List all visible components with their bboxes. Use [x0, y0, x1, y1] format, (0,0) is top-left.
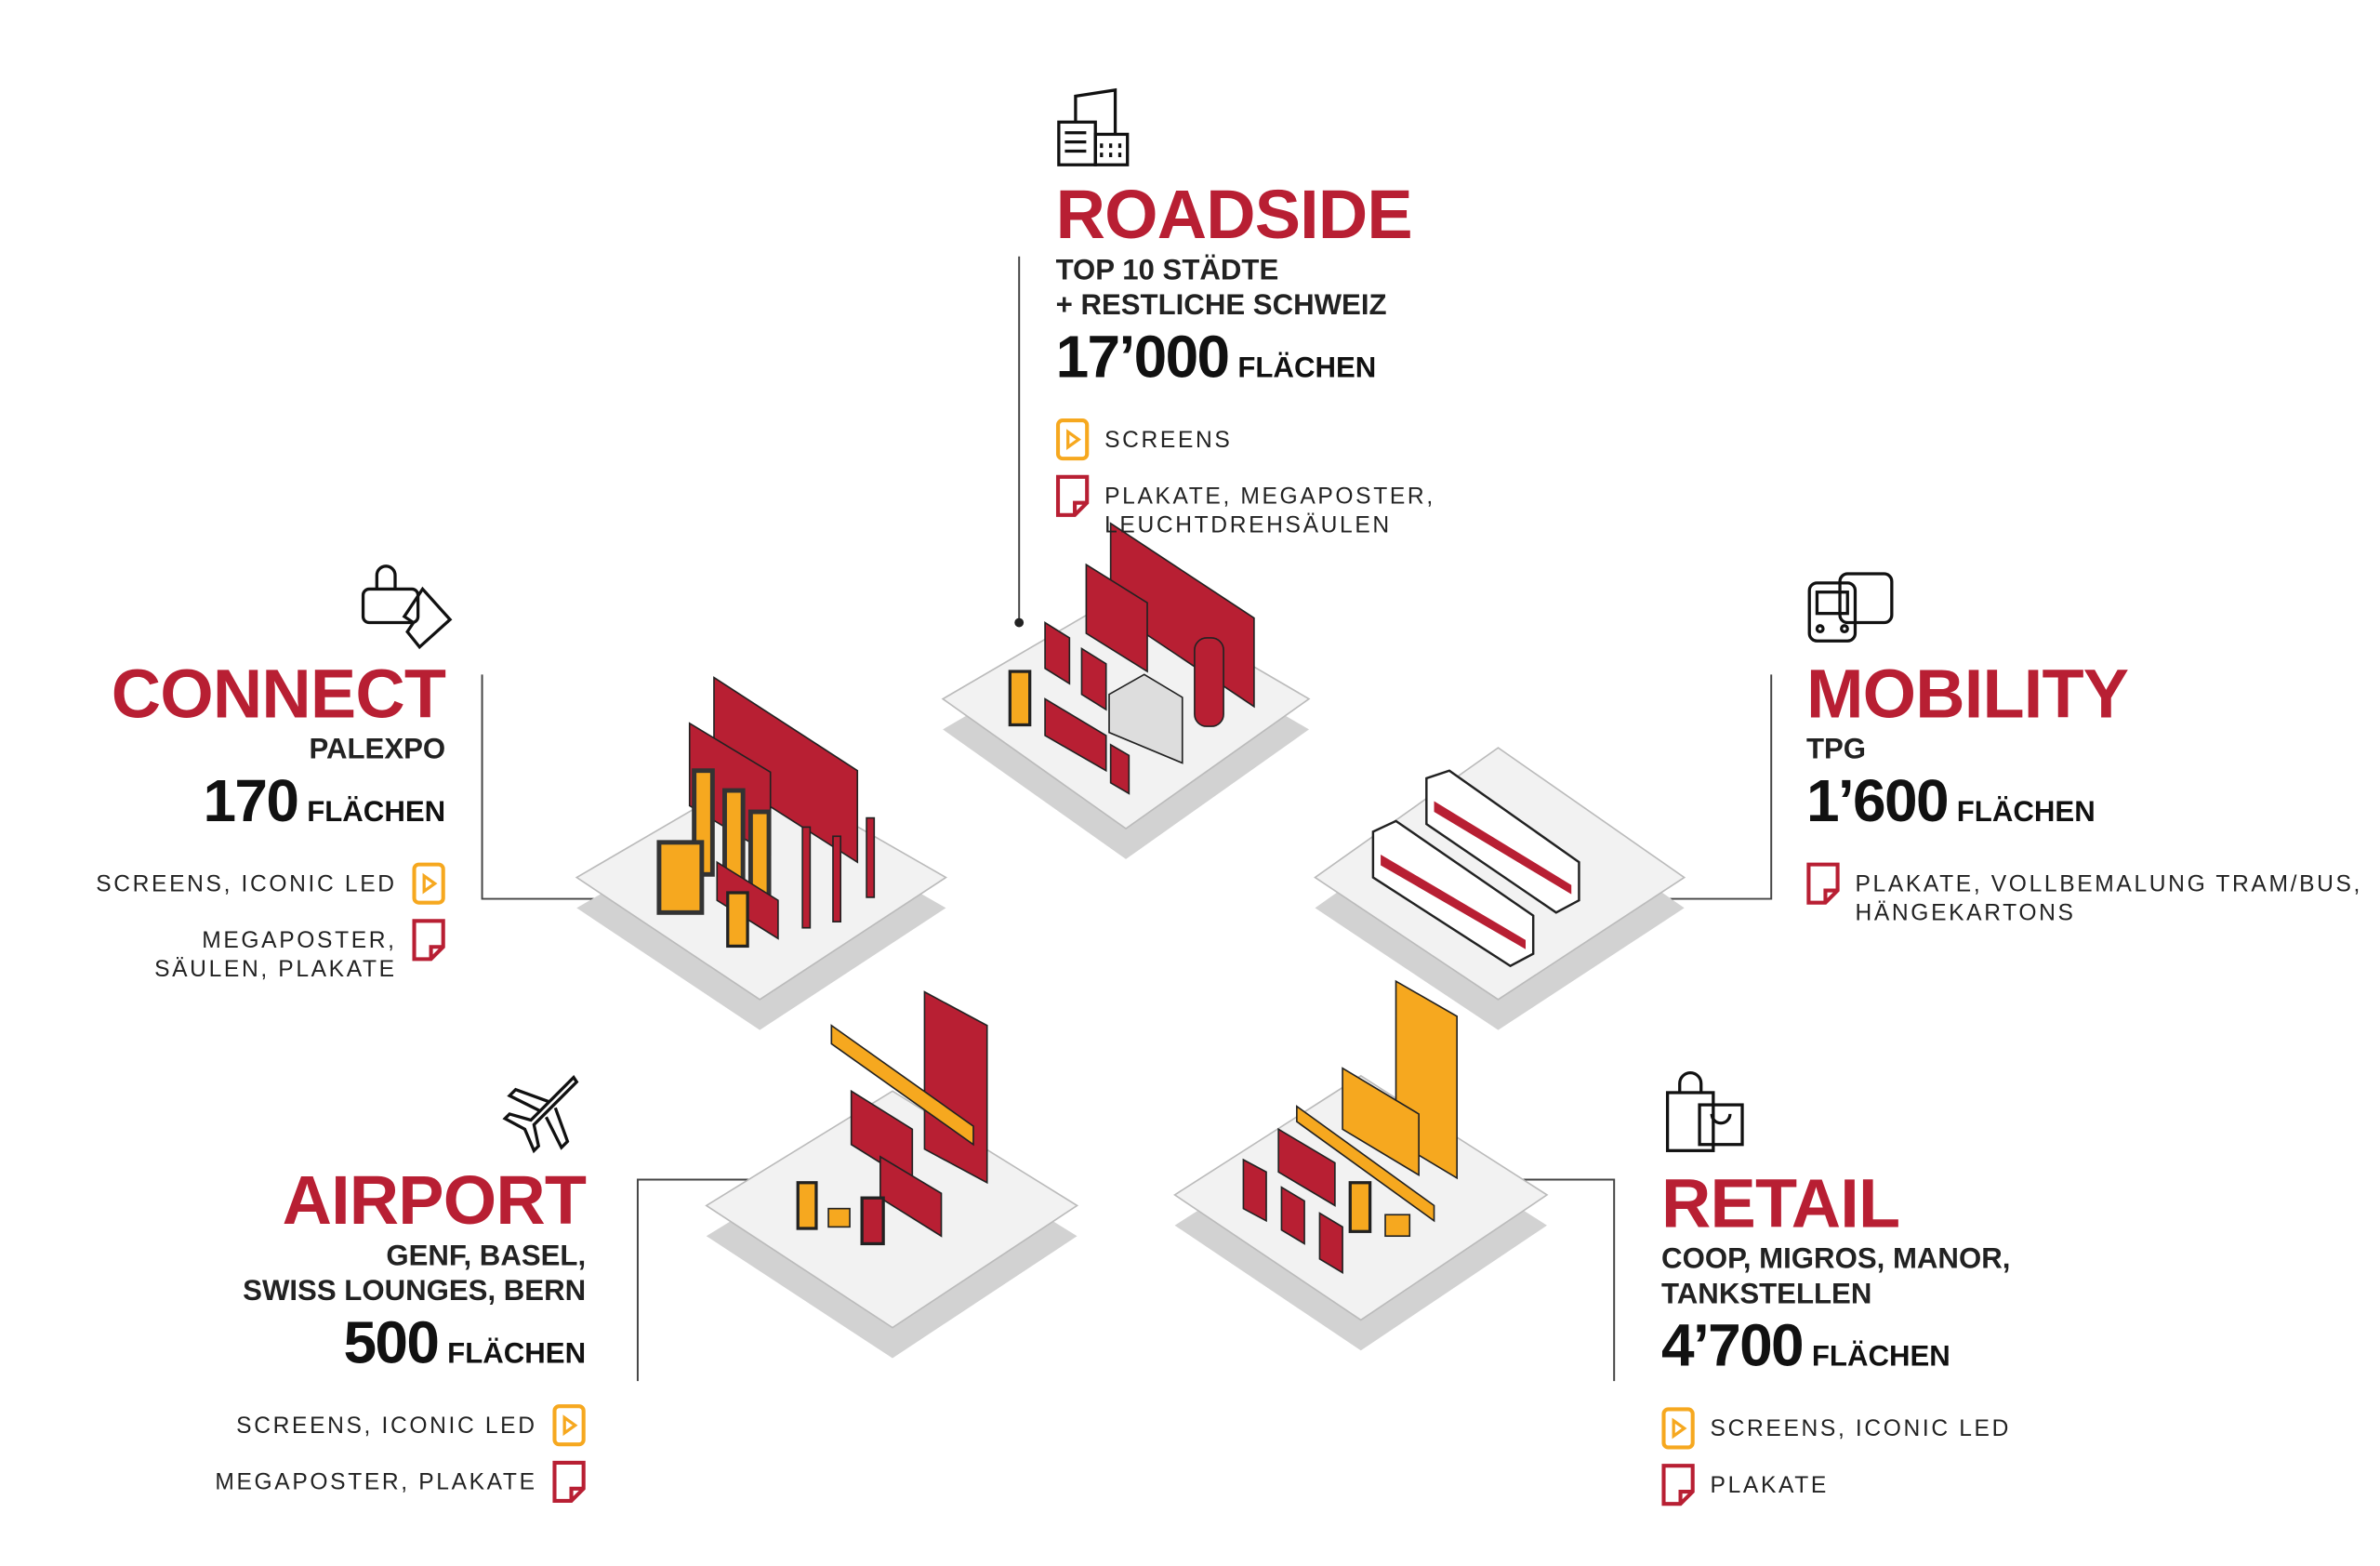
- roadside-block: ROADSIDE TOP 10 STÄDTE + RESTLICHE SCHWE…: [1056, 177, 1435, 540]
- connect-item-posters-row: MEGAPOSTER, SÄULEN, PLAKATE: [154, 919, 445, 985]
- platform-mobility: [1314, 747, 1686, 1030]
- airport-unit: FLÄCHEN: [447, 1338, 587, 1371]
- poster-icon: [1806, 862, 1840, 905]
- connect-title: CONNECT: [111, 654, 446, 733]
- retail-unit: FLÄCHEN: [1811, 1341, 1950, 1374]
- airport-title: AIRPORT: [282, 1161, 587, 1240]
- retail-subtitle-2: TANKSTELLEN: [1661, 1279, 1872, 1311]
- roadside-item-posters-2: LEUCHTDREHSÄULEN: [1104, 512, 1392, 539]
- poster-icon: [552, 1460, 586, 1503]
- roadside-subtitle-1: TOP 10 STÄDTE: [1055, 255, 1279, 287]
- connect-unit: FLÄCHEN: [307, 796, 446, 829]
- screen-play-icon: [1661, 1407, 1695, 1450]
- mobility-subtitle: TPG: [1805, 734, 1867, 766]
- retail-item-posters: PLAKATE: [1710, 1472, 1829, 1499]
- airport-item-posters: MEGAPOSTER, PLAKATE: [215, 1469, 537, 1496]
- airport-subtitle-1: GENF, BASEL,: [386, 1241, 587, 1273]
- shopping-bag-icon: [1665, 1071, 1744, 1152]
- connect-count-value: 170: [203, 769, 299, 835]
- mobility-unit: FLÄCHEN: [1956, 796, 2096, 829]
- connect-item-posters-1: MEGAPOSTER,: [202, 927, 397, 954]
- platform-airport: [705, 990, 1079, 1359]
- buildings-icon: [1057, 87, 1130, 166]
- roadside-item-screens: SCREENS: [1104, 427, 1233, 454]
- roadside-item-posters-1: PLAKATE, MEGAPOSTER,: [1104, 484, 1435, 511]
- mobility-item-posters-row: PLAKATE, VOLLBEMALUNG TRAM/BUS, HÄNGEKAR…: [1806, 862, 2362, 928]
- retail-count-value: 4’700: [1661, 1313, 1805, 1380]
- poster-icon: [1661, 1464, 1695, 1506]
- airport-subtitle-2: SWISS LOUNGES, BERN: [243, 1275, 587, 1308]
- screen-play-icon: [412, 862, 445, 905]
- mobility-item-posters-1: PLAKATE, VOLLBEMALUNG TRAM/BUS,: [1855, 871, 2363, 897]
- airport-item-posters-row: MEGAPOSTER, PLAKATE: [215, 1460, 586, 1503]
- platform-retail: [1173, 979, 1549, 1351]
- airport-count-value: 500: [343, 1310, 440, 1377]
- roadside-item-screens-row: SCREENS: [1055, 418, 1233, 461]
- retail-block: RETAIL COOP, MIGROS, MANOR, TANKSTELLEN …: [1661, 1164, 2011, 1506]
- mobility-item-posters-2: HÄNGEKARTONS: [1855, 900, 2076, 927]
- retail-title: RETAIL: [1661, 1164, 1900, 1242]
- screen-play-icon: [552, 1404, 586, 1447]
- roadside-count-value: 17’000: [1055, 325, 1231, 392]
- retail-subtitle-1: COOP, MIGROS, MANOR,: [1661, 1243, 2011, 1276]
- roadside-unit: FLÄCHEN: [1237, 352, 1377, 385]
- connect-subtitle: PALEXPO: [309, 734, 446, 766]
- retail-item-screens-row: SCREENS, ICONIC LED: [1661, 1407, 2011, 1450]
- airport-item-screens: SCREENS, ICONIC LED: [236, 1413, 537, 1440]
- bus-tram-icon: [1807, 572, 1894, 643]
- platform-roadside: [941, 522, 1311, 859]
- platform-connect: [575, 676, 947, 1030]
- connect-item-screens-row: SCREENS, ICONIC LED: [96, 862, 445, 905]
- roadside-subtitle-2: + RESTLICHE SCHWEIZ: [1055, 289, 1387, 323]
- screen-play-icon: [1055, 418, 1090, 461]
- roadside-title: ROADSIDE: [1055, 175, 1413, 254]
- retail-item-screens: SCREENS, ICONIC LED: [1710, 1415, 2012, 1442]
- roadside-item-posters-row: PLAKATE, MEGAPOSTER, LEUCHTDREHSÄULEN: [1055, 474, 1435, 540]
- airport-block: AIRPORT GENF, BASEL, SWISS LOUNGES, BERN…: [215, 1161, 587, 1503]
- bag-ticket-icon: [361, 564, 453, 650]
- connect-item-screens: SCREENS, ICONIC LED: [96, 871, 397, 897]
- connect-item-posters-2: SÄULEN, PLAKATE: [154, 956, 397, 983]
- mobility-title: MOBILITY: [1805, 654, 2129, 733]
- airplane-icon: [502, 1074, 579, 1154]
- airport-item-screens-row: SCREENS, ICONIC LED: [236, 1404, 586, 1447]
- retail-item-posters-row: PLAKATE: [1661, 1464, 1829, 1506]
- poster-icon: [412, 919, 445, 962]
- poster-icon: [1055, 474, 1090, 517]
- mobility-count-value: 1’600: [1805, 769, 1950, 835]
